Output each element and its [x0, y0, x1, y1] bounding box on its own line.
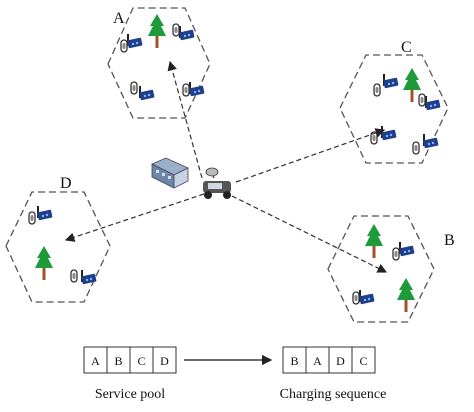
sensor-node-icon [189, 82, 205, 97]
tree-icon [365, 224, 383, 258]
tree-icon [403, 68, 421, 102]
service-pool-caption: Service pool [95, 387, 165, 402]
tree-icon [35, 246, 53, 280]
tree-icon [148, 14, 166, 48]
charging-sequence-caption: Charging sequence [280, 387, 387, 402]
service-pool: A B C D [83, 346, 177, 374]
sensor-node-icon [383, 74, 399, 89]
route-arrow-to-b [231, 195, 388, 273]
sensor-node-icon [127, 34, 143, 49]
charging-sequence: B A D C [282, 346, 376, 374]
sensor-node-icon [399, 242, 415, 257]
sensor-node-icon [179, 26, 195, 41]
sensor-node-icon [139, 86, 155, 101]
mobile-charger-icon [203, 167, 231, 199]
antenna-icon [130, 81, 138, 95]
service-pool-cell: C [137, 354, 145, 368]
service-pool-cell: B [114, 354, 122, 368]
cluster-c-hexagon [339, 54, 449, 164]
tree-icon [397, 278, 415, 312]
charging-sequence-cell: B [290, 354, 298, 368]
antenna-icon [120, 39, 128, 53]
route-arrow-to-c [235, 128, 386, 183]
cluster-c-label: C [401, 39, 412, 56]
antenna-icon [352, 291, 360, 305]
cluster-b-label: B [444, 232, 455, 249]
antenna-icon [392, 247, 400, 261]
sensor-node-icon [423, 134, 439, 149]
charging-sequence-cell: A [313, 354, 322, 368]
sensor-node-icon [425, 96, 441, 111]
antenna-icon [70, 269, 78, 283]
sensor-node-icon [81, 270, 97, 285]
cluster-d-hexagon [5, 191, 111, 303]
route-arrow-to-d [64, 193, 205, 242]
cluster-a-hexagon [107, 7, 211, 119]
antenna-icon [373, 83, 381, 97]
antenna-icon [418, 93, 426, 107]
antenna-icon [412, 141, 420, 155]
route-arrow-to-a [167, 60, 203, 179]
base-station-icon [151, 157, 189, 189]
cluster-a-label: A [113, 10, 125, 27]
cluster-d-label: D [60, 175, 72, 192]
charging-sequence-cell: D [336, 354, 345, 368]
sensor-node-icon [359, 290, 375, 305]
charging-sequence-cell: C [359, 354, 367, 368]
service-pool-cell: A [91, 354, 100, 368]
antenna-icon [172, 23, 180, 37]
sensor-node-icon [37, 206, 53, 221]
service-pool-cell: D [160, 354, 169, 368]
cluster-b-hexagon [327, 215, 435, 323]
antenna-icon [182, 83, 190, 97]
sensor-node-icon [381, 126, 397, 141]
antenna-icon [28, 211, 36, 225]
